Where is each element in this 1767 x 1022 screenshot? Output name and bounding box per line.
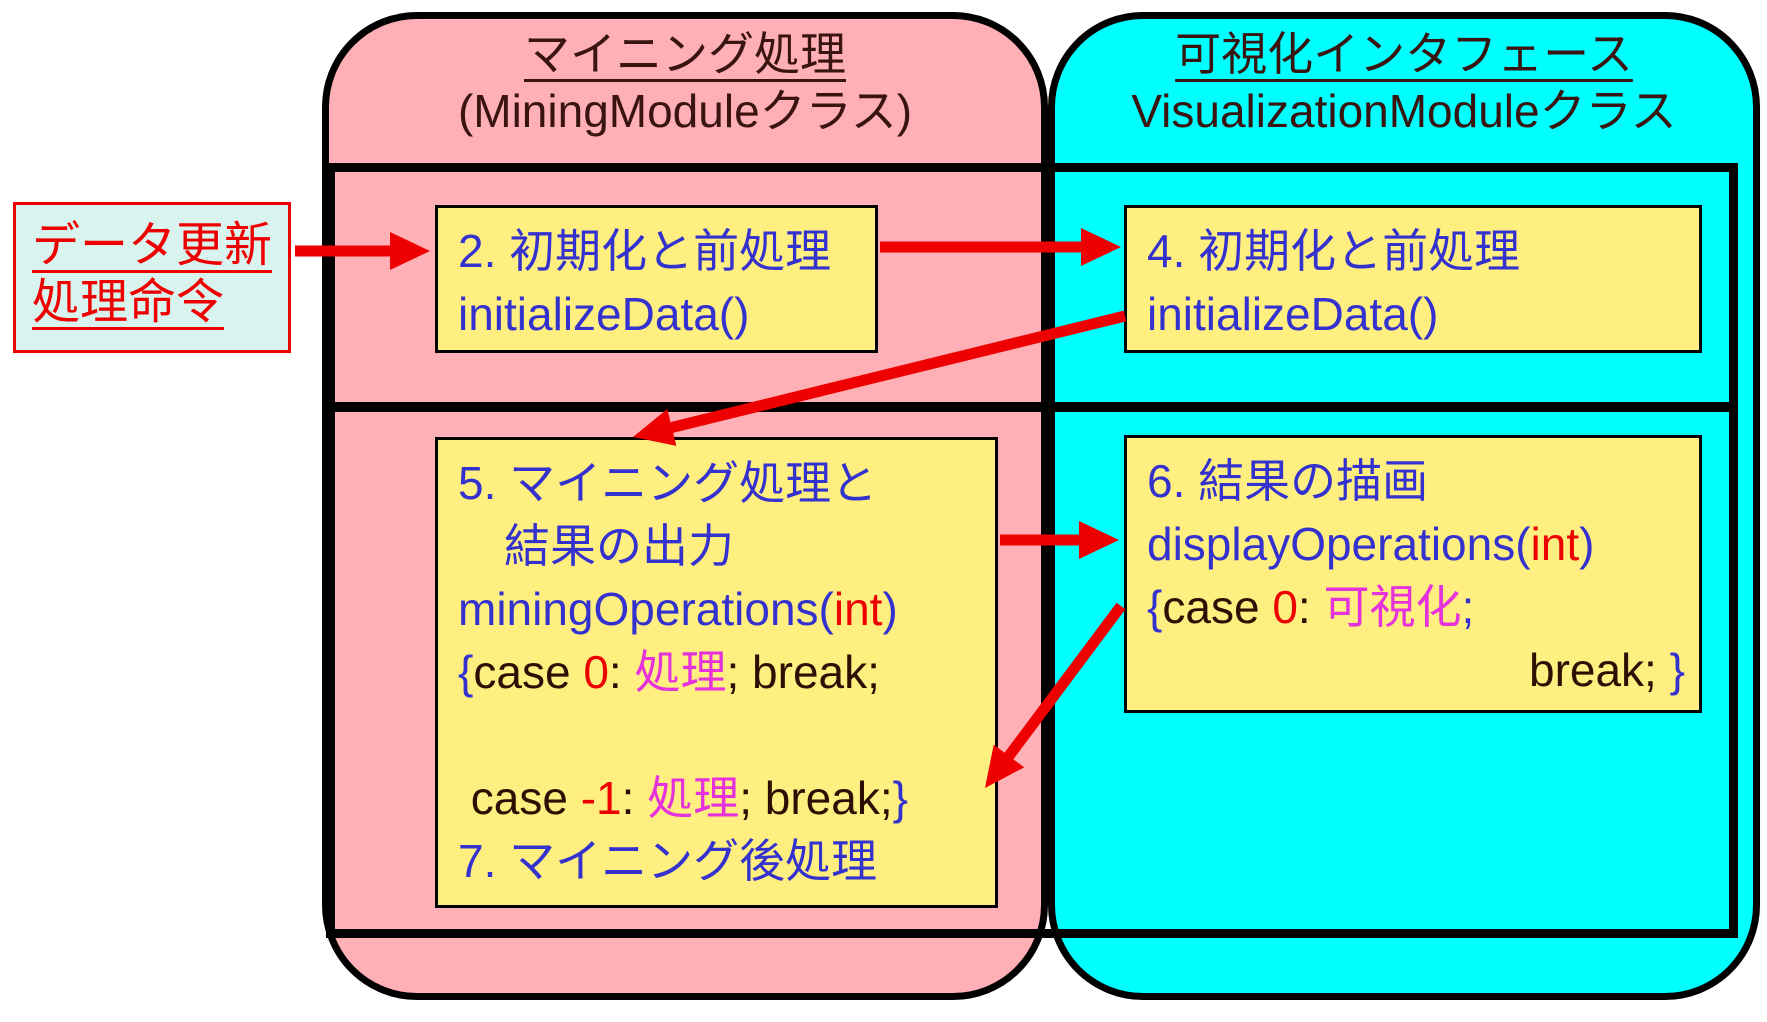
code-fragment: 7. マイニング後処理 <box>458 835 878 887</box>
phase-grid-rect <box>326 163 1738 938</box>
step5-line: case -1: 処理; break;} <box>458 767 995 830</box>
code-fragment: } <box>892 772 908 824</box>
step5-line: 結果の出力 <box>458 515 995 578</box>
step4-line: 4. 初期化と前処理 <box>1147 220 1699 283</box>
code-fragment: break; <box>1528 644 1670 696</box>
code-fragment: 4. 初期化と前処理 <box>1147 225 1521 277</box>
mining-module-subtitle: (MiningModuleクラス) <box>457 85 913 137</box>
code-fragment: initializeData() <box>1147 288 1439 340</box>
code-fragment: ) <box>882 583 898 635</box>
data-update-command-label: データ更新 処理命令 <box>13 202 291 353</box>
code-fragment: { <box>458 646 474 698</box>
step2-line: 2. 初期化と前処理 <box>458 220 875 283</box>
command-label-line2: 処理命令 <box>32 276 225 329</box>
code-fragment: 可視化 <box>1323 581 1462 633</box>
step6-line: displayOperations(int) <box>1147 513 1699 576</box>
code-fragment: : <box>621 772 648 824</box>
visualization-module-header: 可視化インタフェース VisualizationModuleクラス <box>1048 26 1760 140</box>
step5-line: miningOperations(int) <box>458 578 995 641</box>
code-fragment: displayOperations( <box>1147 518 1531 570</box>
step5-line: {case 0: 処理; break; <box>458 641 995 704</box>
code-fragment: -1 <box>580 772 622 824</box>
mining-module-header: マイニング処理 (MiningModuleクラス) <box>322 26 1048 140</box>
visualization-module-title: 可視化インタフェース <box>1175 28 1633 80</box>
command-label-line1: データ更新 <box>32 219 273 272</box>
code-fragment: 処理 <box>647 772 740 824</box>
step4-line: initializeData() <box>1147 283 1699 346</box>
step2-init-box: 2. 初期化と前処理 initializeData() <box>435 205 878 353</box>
code-fragment: case <box>473 646 584 698</box>
step6-line: {case 0: 可視化; <box>1147 576 1699 639</box>
step6-display-box: 6. 結果の描画 displayOperations(int) {case 0:… <box>1124 435 1702 713</box>
code-fragment: ; break; <box>726 646 880 698</box>
code-fragment: 0 <box>583 646 609 698</box>
step5-line: 5. マイニング処理と <box>458 452 995 515</box>
step4-init-box: 4. 初期化と前処理 initializeData() <box>1124 205 1702 353</box>
mining-module-title: マイニング処理 <box>524 28 846 80</box>
phase-row-divider <box>326 402 1738 412</box>
code-fragment: ; <box>1461 581 1475 633</box>
code-fragment: initializeData() <box>458 288 750 340</box>
step5-line: 7. マイニング後処理 <box>458 830 995 893</box>
code-fragment: 0 <box>1272 581 1298 633</box>
code-fragment: ) <box>1579 518 1595 570</box>
code-fragment: } <box>1669 644 1685 696</box>
code-fragment: 結果の出力 <box>458 520 734 572</box>
code-fragment: case <box>458 772 581 824</box>
step5-mining-box: 5. マイニング処理と 結果の出力 miningOperations(int) … <box>435 437 998 908</box>
code-fragment: int <box>1530 518 1580 570</box>
code-fragment: ; break; <box>739 772 893 824</box>
code-fragment: { <box>1147 581 1163 633</box>
code-fragment: case <box>1162 581 1273 633</box>
code-fragment: : <box>608 646 635 698</box>
code-fragment: 5. マイニング処理と <box>458 457 878 509</box>
code-fragment: 2. 初期化と前処理 <box>458 225 832 277</box>
code-fragment: miningOperations( <box>458 583 834 635</box>
step6-line: break; } <box>1147 639 1699 702</box>
visualization-module-subtitle: VisualizationModuleクラス <box>1131 85 1677 137</box>
step6-line: 6. 結果の描画 <box>1147 450 1699 513</box>
code-fragment: int <box>833 583 883 635</box>
code-fragment: : <box>1297 581 1324 633</box>
code-fragment: 6. 結果の描画 <box>1147 455 1429 507</box>
step5-line <box>458 704 995 767</box>
step2-line: initializeData() <box>458 283 875 346</box>
code-fragment: 処理 <box>634 646 727 698</box>
